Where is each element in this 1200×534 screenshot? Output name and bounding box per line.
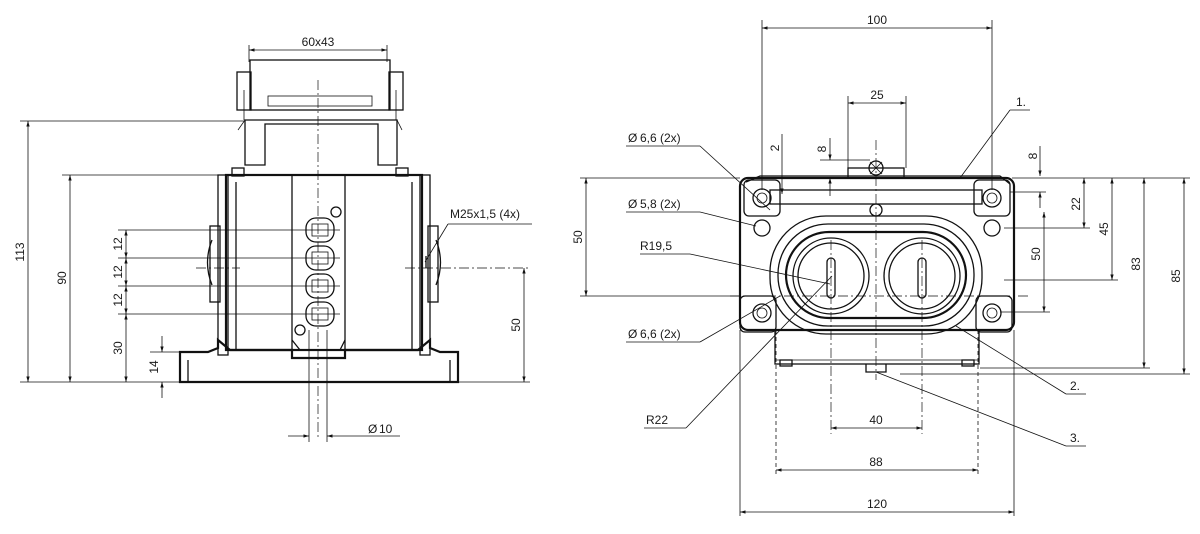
thread-callout: M25x1,5 (4x)	[450, 207, 520, 221]
dim-slot-width: 25	[870, 88, 884, 102]
dim-base-to-first: 30	[111, 341, 125, 355]
side-housing	[206, 167, 442, 356]
dim-right-45: 45	[1097, 222, 1111, 236]
diameter-symbol: Ø	[628, 197, 637, 211]
front-callouts: Ø 6,6 (2x) Ø 5,8 (2x) R19,5 Ø 6,6 (2x) R…	[626, 95, 1086, 447]
item-label-1: 1.	[1016, 95, 1026, 109]
callout-radius-inner: R22	[646, 413, 668, 427]
dim-right-22: 22	[1069, 197, 1083, 211]
item-label-3: 3.	[1070, 431, 1080, 445]
side-dimensions: 60x43 113 90 12 12 12 30	[13, 35, 532, 442]
callout-hole-bottom: 6,6 (2x)	[640, 327, 681, 341]
dim-width-120: 120	[867, 497, 887, 511]
dim-width-top: 100	[867, 13, 887, 27]
dim-height-body: 90	[55, 271, 69, 285]
dim-gap-8-top: 8	[815, 145, 829, 152]
dim-pitch-3: 12	[111, 293, 125, 307]
diameter-symbol: Ø	[628, 131, 637, 145]
dim-gap-2: 2	[768, 144, 782, 151]
callout-radius-outer: R19,5	[640, 239, 672, 253]
dim-right-85: 85	[1169, 269, 1183, 283]
dim-width-40: 40	[869, 413, 883, 427]
dim-shaft-dia: 10	[379, 422, 393, 436]
dim-center-height: 50	[509, 318, 523, 332]
diameter-symbol: Ø	[628, 327, 637, 341]
dim-height-total: 113	[13, 242, 27, 261]
callout-hole-mid: 5,8 (2x)	[640, 197, 681, 211]
callout-hole-top: 6,6 (2x)	[640, 131, 681, 145]
dim-left-50: 50	[571, 230, 585, 244]
diameter-symbol: Ø	[368, 422, 377, 436]
item-label-2: 2.	[1070, 379, 1080, 393]
side-view: 60x43 113 90 12 12 12 30	[13, 35, 532, 442]
dim-pitch-1: 12	[111, 237, 125, 251]
dim-right-50: 50	[1029, 247, 1043, 261]
front-dimensions: 100 25 2 8 8	[571, 13, 1190, 516]
front-buttons	[792, 237, 961, 315]
side-top-cap	[236, 59, 404, 166]
front-view: 100 25 2 8 8	[571, 13, 1190, 516]
side-base	[178, 337, 460, 384]
dim-pitch-2: 12	[111, 265, 125, 279]
dim-gap-8-right: 8	[1026, 152, 1040, 159]
dim-right-83: 83	[1129, 257, 1143, 271]
dim-top-width: 60x43	[302, 35, 335, 49]
dim-base-height: 14	[147, 360, 161, 374]
dim-width-88: 88	[869, 455, 883, 469]
